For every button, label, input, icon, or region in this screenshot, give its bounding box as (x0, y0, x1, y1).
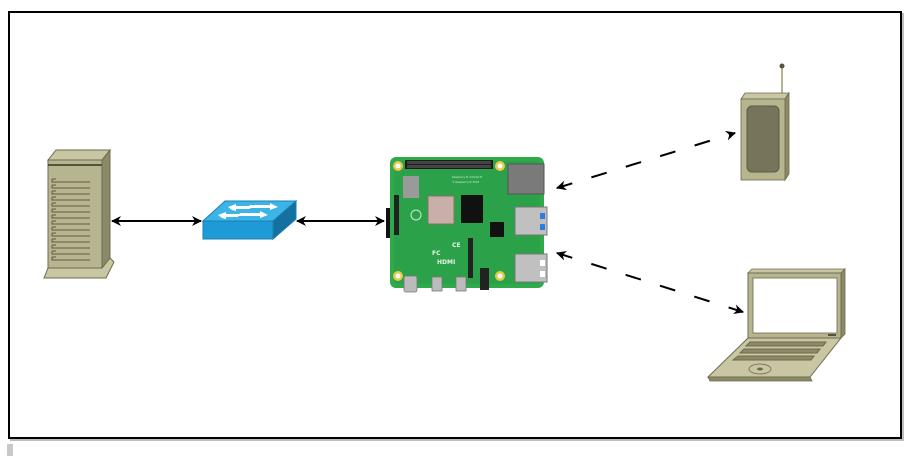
resize-handle (7, 444, 13, 456)
board-copyright-text: © Raspberry Pi 2018 (452, 180, 479, 184)
hdmi-label: HDMI (437, 259, 455, 266)
ce-mark: CE (452, 242, 461, 249)
laptop-node[interactable] (706, 268, 846, 382)
handheld-radio-icon (740, 63, 790, 182)
fcc-mark: FC (432, 250, 441, 257)
server-node[interactable] (43, 148, 115, 279)
raspberry-pi-board-icon: Raspberry Pi 4 Model B © Raspberry Pi 20… (386, 157, 548, 293)
laptop-icon (706, 268, 846, 382)
edge-raspberry-pi-laptop[interactable] (556, 250, 744, 315)
raspberry-pi-node[interactable]: Raspberry Pi 4 Model B © Raspberry Pi 20… (386, 157, 548, 293)
mobile-device-node[interactable] (740, 63, 790, 182)
edge-raspberry-pi-mobile[interactable] (556, 130, 736, 191)
network-switch-icon (201, 199, 298, 241)
switch-node[interactable] (201, 199, 298, 241)
board-model-text: Raspberry Pi 4 Model B (452, 175, 482, 179)
server-icon (43, 148, 115, 279)
